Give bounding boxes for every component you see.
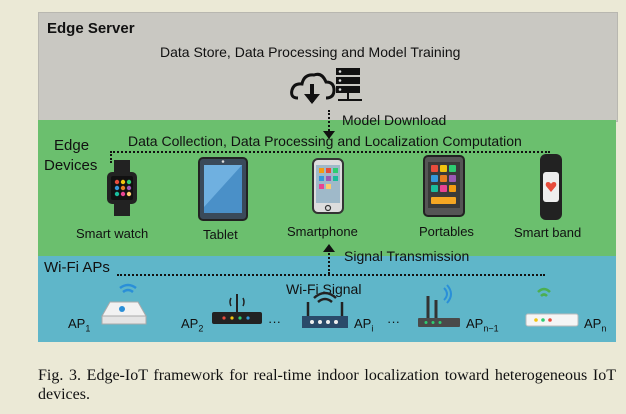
router-icon	[101, 283, 147, 325]
signal-transmission-label: Signal Transmission	[344, 248, 470, 264]
model-download-label: Model Download	[342, 112, 447, 128]
signal-transmission-arrow-head	[323, 244, 335, 252]
portable-phone-icon	[423, 155, 465, 217]
edge-devices-title-2: Devices	[44, 157, 98, 174]
wifi-signal-label: Wi-Fi Signal	[286, 281, 362, 297]
device-label-tablet: Tablet	[203, 227, 238, 242]
device-label-smart-band: Smart band	[514, 225, 582, 240]
ap-ellipsis-1: ···	[268, 314, 281, 329]
wifi-signal-dotted-line	[117, 274, 545, 276]
ap-label-2: AP2	[181, 316, 204, 334]
server-rack-icon	[336, 68, 362, 101]
processing-label: Data Collection, Data Processing and Loc…	[128, 133, 522, 149]
figure-caption: Fig. 3. Edge-IoT framework for real-time…	[38, 367, 616, 403]
wifi-aps-title: Wi-Fi APs	[44, 259, 110, 276]
ap-ellipsis-2: ···	[387, 314, 400, 329]
edge-server-band	[38, 12, 618, 122]
edge-server-subtitle: Data Store, Data Processing and Model Tr…	[160, 44, 461, 60]
download-arrow-head	[323, 131, 335, 139]
device-label-smart-watch: Smart watch	[76, 226, 149, 241]
processing-left-tick	[110, 151, 112, 163]
ap-label-i: APi	[354, 316, 374, 334]
edge-devices-title-1: Edge	[54, 137, 90, 154]
processing-dotted-line	[110, 151, 550, 153]
router-icon	[212, 294, 262, 324]
edge-server-title: Edge Server	[47, 20, 135, 37]
cloud-download-icon	[290, 68, 362, 104]
ap-label-n: APn	[584, 316, 607, 334]
router-icon	[302, 291, 348, 328]
download-arrow-line	[328, 110, 330, 138]
tablet-icon	[198, 157, 248, 221]
signal-transmission-line	[328, 250, 330, 274]
router-icon	[418, 284, 460, 327]
smartwatch-icon	[107, 160, 137, 216]
router-icon	[525, 287, 579, 327]
ap-label-n-minus-1: APn−1	[466, 316, 499, 334]
device-label-smartphone: Smartphone	[287, 224, 358, 239]
smartphone-icon	[312, 158, 344, 214]
ap-label-1: AP1	[68, 316, 91, 334]
device-label-portables: Portables	[419, 224, 474, 239]
smart-band-icon	[540, 154, 562, 220]
